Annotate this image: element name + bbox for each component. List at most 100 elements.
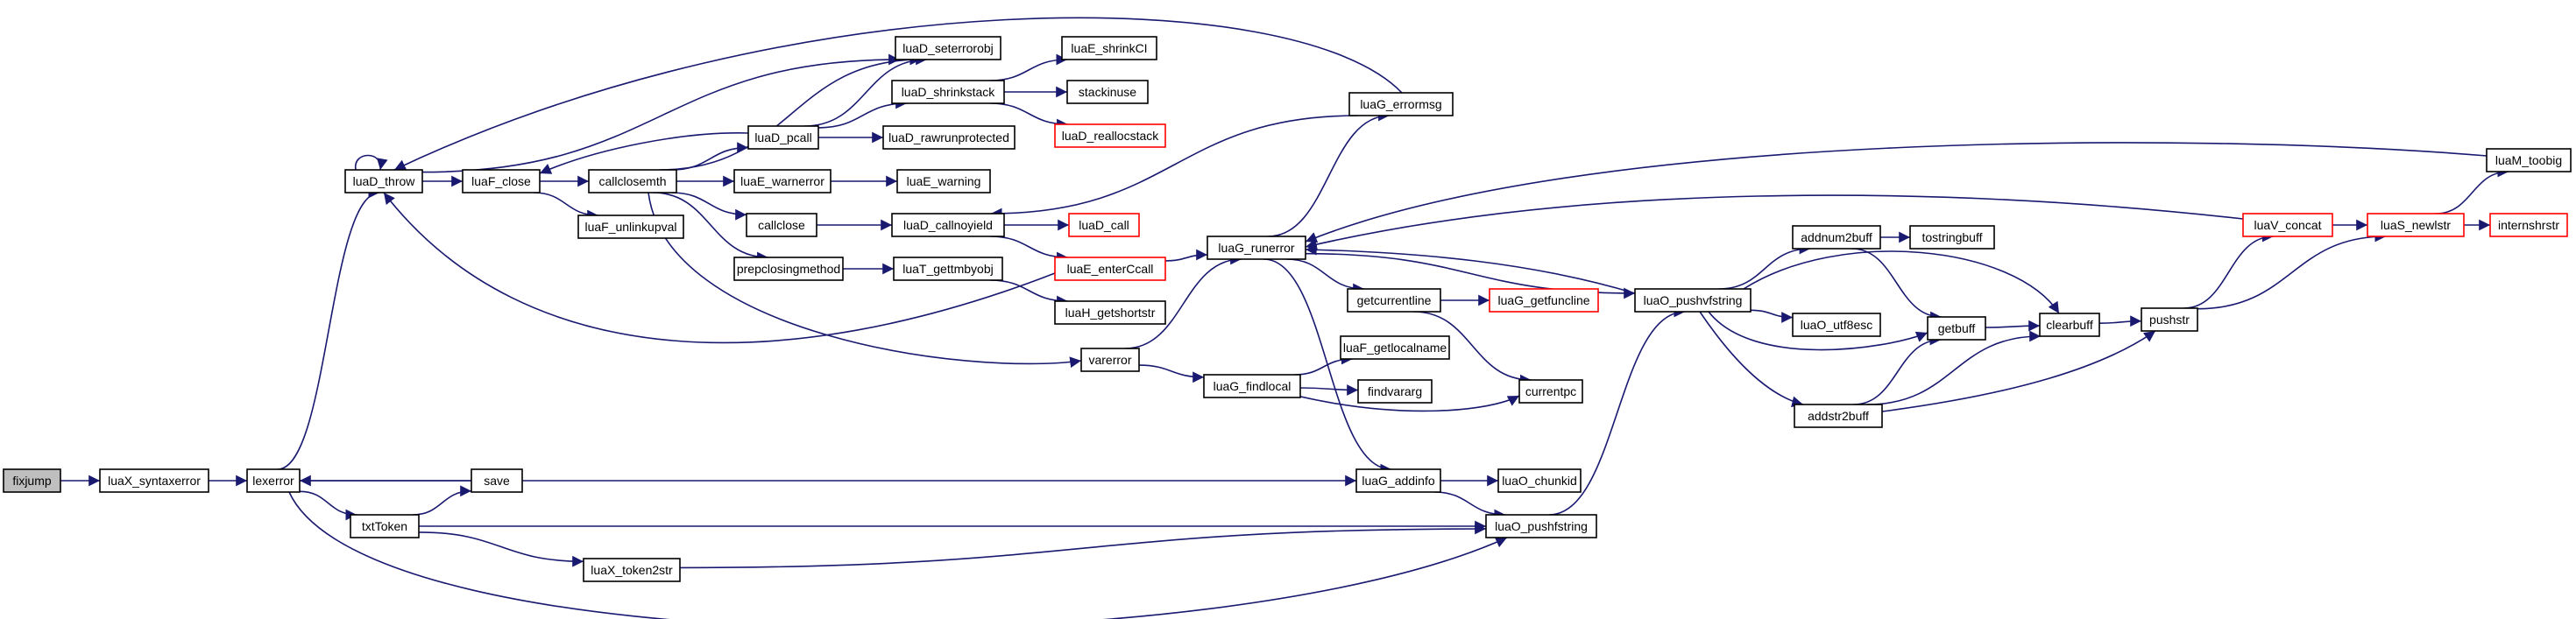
node-box-pushstr[interactable] <box>2141 307 2198 332</box>
node-luaF_unlinkupval[interactable]: luaF_unlinkupval <box>577 215 684 239</box>
node-luaE_enterCcall[interactable]: luaE_enterCcall <box>1054 257 1166 281</box>
node-addnum2buff[interactable]: addnum2buff <box>1792 225 1881 250</box>
node-stackinuse[interactable]: stackinuse <box>1066 80 1149 104</box>
node-box-luaG_addinfo[interactable] <box>1355 468 1441 493</box>
node-internshrstr[interactable]: internshrstr <box>2489 213 2568 237</box>
node-box-luaF_close[interactable] <box>462 169 541 193</box>
node-luaD_callnoyield[interactable]: luaD_callnoyield <box>891 213 1005 237</box>
node-box-getbuff[interactable] <box>1927 316 1986 341</box>
node-luaD_seterrorobj[interactable]: luaD_seterrorobj <box>895 36 1001 60</box>
node-box-varerror[interactable] <box>1080 348 1140 372</box>
node-box-luaE_warning[interactable] <box>896 169 991 193</box>
node-box-luaG_getfuncline[interactable] <box>1489 288 1599 313</box>
node-luaM_toobig[interactable]: luaM_toobig <box>2486 148 2572 172</box>
node-luaX_syntaxerror[interactable]: luaX_syntaxerror <box>99 468 209 493</box>
node-txtToken[interactable]: txtToken <box>350 514 420 538</box>
node-luaD_throw[interactable]: luaD_throw <box>344 169 423 193</box>
node-tostringbuff[interactable]: tostringbuff <box>1909 225 1995 250</box>
node-box-luaD_rawrunprotected[interactable] <box>882 125 1016 150</box>
node-luaD_call[interactable]: luaD_call <box>1068 213 1140 237</box>
node-box-txtToken[interactable] <box>350 514 420 538</box>
node-luaD_rawrunprotected[interactable]: luaD_rawrunprotected <box>882 125 1016 150</box>
node-luaG_findlocal[interactable]: luaG_findlocal <box>1203 374 1301 398</box>
node-getcurrentline[interactable]: getcurrentline <box>1347 288 1441 313</box>
node-luaE_warnerror[interactable]: luaE_warnerror <box>733 169 832 193</box>
node-luaD_reallocstack[interactable]: luaD_reallocstack <box>1054 123 1166 148</box>
node-box-luaD_pcall[interactable] <box>747 125 819 150</box>
node-box-luaF_unlinkupval[interactable] <box>577 215 684 239</box>
node-box-callclosemth[interactable] <box>588 169 677 193</box>
node-fixjump[interactable]: fixjump <box>3 468 61 493</box>
node-box-luaH_getshortstr[interactable] <box>1054 300 1166 325</box>
node-box-save[interactable] <box>471 468 523 493</box>
node-luaX_token2str[interactable]: luaX_token2str <box>583 558 681 582</box>
node-getbuff[interactable]: getbuff <box>1927 316 1986 341</box>
node-luaO_pushvfstring[interactable]: luaO_pushvfstring <box>1634 288 1752 313</box>
node-pushstr[interactable]: pushstr <box>2141 307 2198 332</box>
node-callclosemth[interactable]: callclosemth <box>588 169 677 193</box>
node-luaD_shrinkstack[interactable]: luaD_shrinkstack <box>891 80 1005 104</box>
node-box-luaO_pushvfstring[interactable] <box>1634 288 1752 313</box>
node-box-luaF_getlocalname[interactable] <box>1340 335 1450 360</box>
node-box-luaE_warnerror[interactable] <box>733 169 832 193</box>
node-box-luaG_errormsg[interactable] <box>1348 92 1454 116</box>
node-box-luaE_enterCcall[interactable] <box>1054 257 1166 281</box>
node-luaF_getlocalname[interactable]: luaF_getlocalname <box>1340 335 1450 360</box>
node-box-luaD_seterrorobj[interactable] <box>895 36 1001 60</box>
node-clearbuff[interactable]: clearbuff <box>2039 313 2100 337</box>
node-box-getcurrentline[interactable] <box>1347 288 1441 313</box>
node-box-luaO_chunkid[interactable] <box>1497 468 1582 493</box>
node-box-luaD_throw[interactable] <box>344 169 423 193</box>
node-box-currentpc[interactable] <box>1518 379 1583 404</box>
node-box-luaX_token2str[interactable] <box>583 558 681 582</box>
node-luaE_shrinkCI[interactable]: luaE_shrinkCI <box>1061 36 1157 60</box>
node-box-luaV_concat[interactable] <box>2242 213 2333 237</box>
node-box-luaO_pushfstring[interactable] <box>1485 514 1597 538</box>
node-addstr2buff[interactable]: addstr2buff <box>1794 404 1883 428</box>
node-luaS_newlstr[interactable]: luaS_newlstr <box>2367 213 2465 237</box>
node-box-luaG_runerror[interactable] <box>1207 236 1306 260</box>
node-luaD_pcall[interactable]: luaD_pcall <box>747 125 819 150</box>
node-luaG_addinfo[interactable]: luaG_addinfo <box>1355 468 1441 493</box>
node-findvararg[interactable]: findvararg <box>1357 379 1433 404</box>
node-box-clearbuff[interactable] <box>2039 313 2100 337</box>
node-currentpc[interactable]: currentpc <box>1518 379 1583 404</box>
node-save[interactable]: save <box>471 468 523 493</box>
node-box-luaO_utf8esc[interactable] <box>1792 313 1881 337</box>
node-prepclosingmethod[interactable]: prepclosingmethod <box>733 257 844 281</box>
node-box-tostringbuff[interactable] <box>1909 225 1995 250</box>
node-luaO_pushfstring[interactable]: luaO_pushfstring <box>1485 514 1597 538</box>
node-box-luaG_findlocal[interactable] <box>1203 374 1301 398</box>
node-box-findvararg[interactable] <box>1357 379 1433 404</box>
node-box-internshrstr[interactable] <box>2489 213 2568 237</box>
node-luaO_chunkid[interactable]: luaO_chunkid <box>1497 468 1582 493</box>
node-luaG_runerror[interactable]: luaG_runerror <box>1207 236 1306 260</box>
node-box-luaD_reallocstack[interactable] <box>1054 123 1166 148</box>
node-box-fixjump[interactable] <box>3 468 61 493</box>
node-box-addnum2buff[interactable] <box>1792 225 1881 250</box>
node-box-lexerror[interactable] <box>246 468 301 493</box>
node-box-callclose[interactable] <box>746 213 817 237</box>
node-box-stackinuse[interactable] <box>1066 80 1149 104</box>
node-box-luaT_gettmbyobj[interactable] <box>893 257 1003 281</box>
node-box-luaE_shrinkCI[interactable] <box>1061 36 1157 60</box>
node-luaF_close[interactable]: luaF_close <box>462 169 541 193</box>
node-callclose[interactable]: callclose <box>746 213 817 237</box>
node-varerror[interactable]: varerror <box>1080 348 1140 372</box>
node-box-prepclosingmethod[interactable] <box>733 257 844 281</box>
node-luaH_getshortstr[interactable]: luaH_getshortstr <box>1054 300 1166 325</box>
node-box-luaD_shrinkstack[interactable] <box>891 80 1005 104</box>
node-luaO_utf8esc[interactable]: luaO_utf8esc <box>1792 313 1881 337</box>
node-box-luaM_toobig[interactable] <box>2486 148 2572 172</box>
node-box-luaD_call[interactable] <box>1068 213 1140 237</box>
node-luaG_getfuncline[interactable]: luaG_getfuncline <box>1489 288 1599 313</box>
node-luaG_errormsg[interactable]: luaG_errormsg <box>1348 92 1454 116</box>
node-lexerror[interactable]: lexerror <box>246 468 301 493</box>
node-box-luaX_syntaxerror[interactable] <box>99 468 209 493</box>
node-luaE_warning[interactable]: luaE_warning <box>896 169 991 193</box>
node-luaT_gettmbyobj[interactable]: luaT_gettmbyobj <box>893 257 1003 281</box>
node-box-luaD_callnoyield[interactable] <box>891 213 1005 237</box>
node-luaV_concat[interactable]: luaV_concat <box>2242 213 2333 237</box>
node-box-luaS_newlstr[interactable] <box>2367 213 2465 237</box>
node-box-addstr2buff[interactable] <box>1794 404 1883 428</box>
